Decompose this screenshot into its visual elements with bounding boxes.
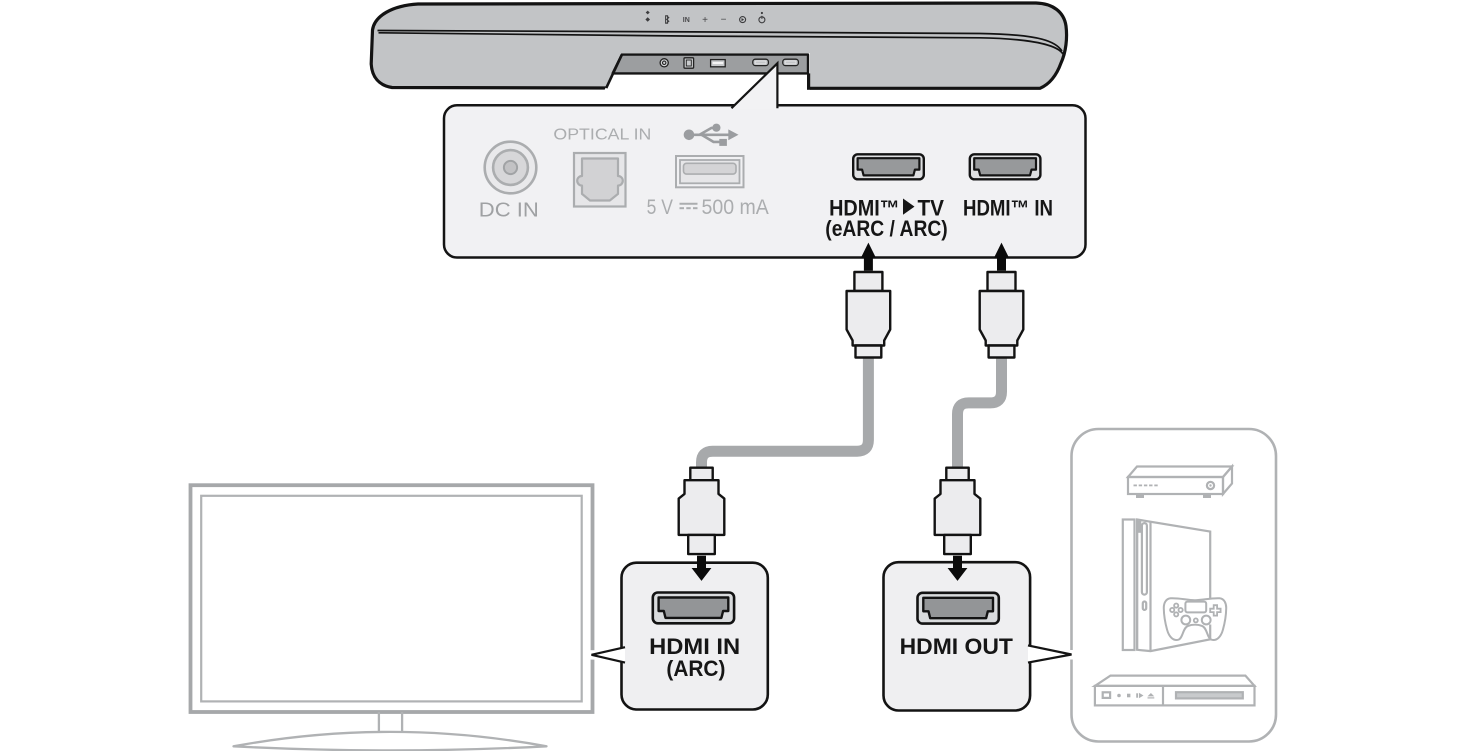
svg-text:HDMI IN: HDMI IN	[649, 634, 740, 659]
svg-text:TV: TV	[918, 196, 945, 221]
svg-text:500 mA: 500 mA	[702, 196, 769, 219]
svg-text:HDMI OUT: HDMI OUT	[900, 634, 1014, 659]
svg-text:−: −	[721, 15, 727, 26]
svg-text:OPTICAL IN: OPTICAL IN	[553, 127, 651, 144]
svg-text:HDMI™ IN: HDMI™ IN	[963, 196, 1053, 221]
svg-text:HDMI™: HDMI™	[829, 196, 900, 221]
svg-text:+: +	[702, 15, 708, 26]
svg-text:(eARC / ARC): (eARC / ARC)	[825, 216, 947, 241]
svg-text:5 V: 5 V	[647, 196, 673, 219]
svg-text:IN: IN	[683, 17, 690, 24]
svg-text:(ARC): (ARC)	[666, 656, 725, 681]
svg-text:DC IN: DC IN	[479, 199, 539, 222]
